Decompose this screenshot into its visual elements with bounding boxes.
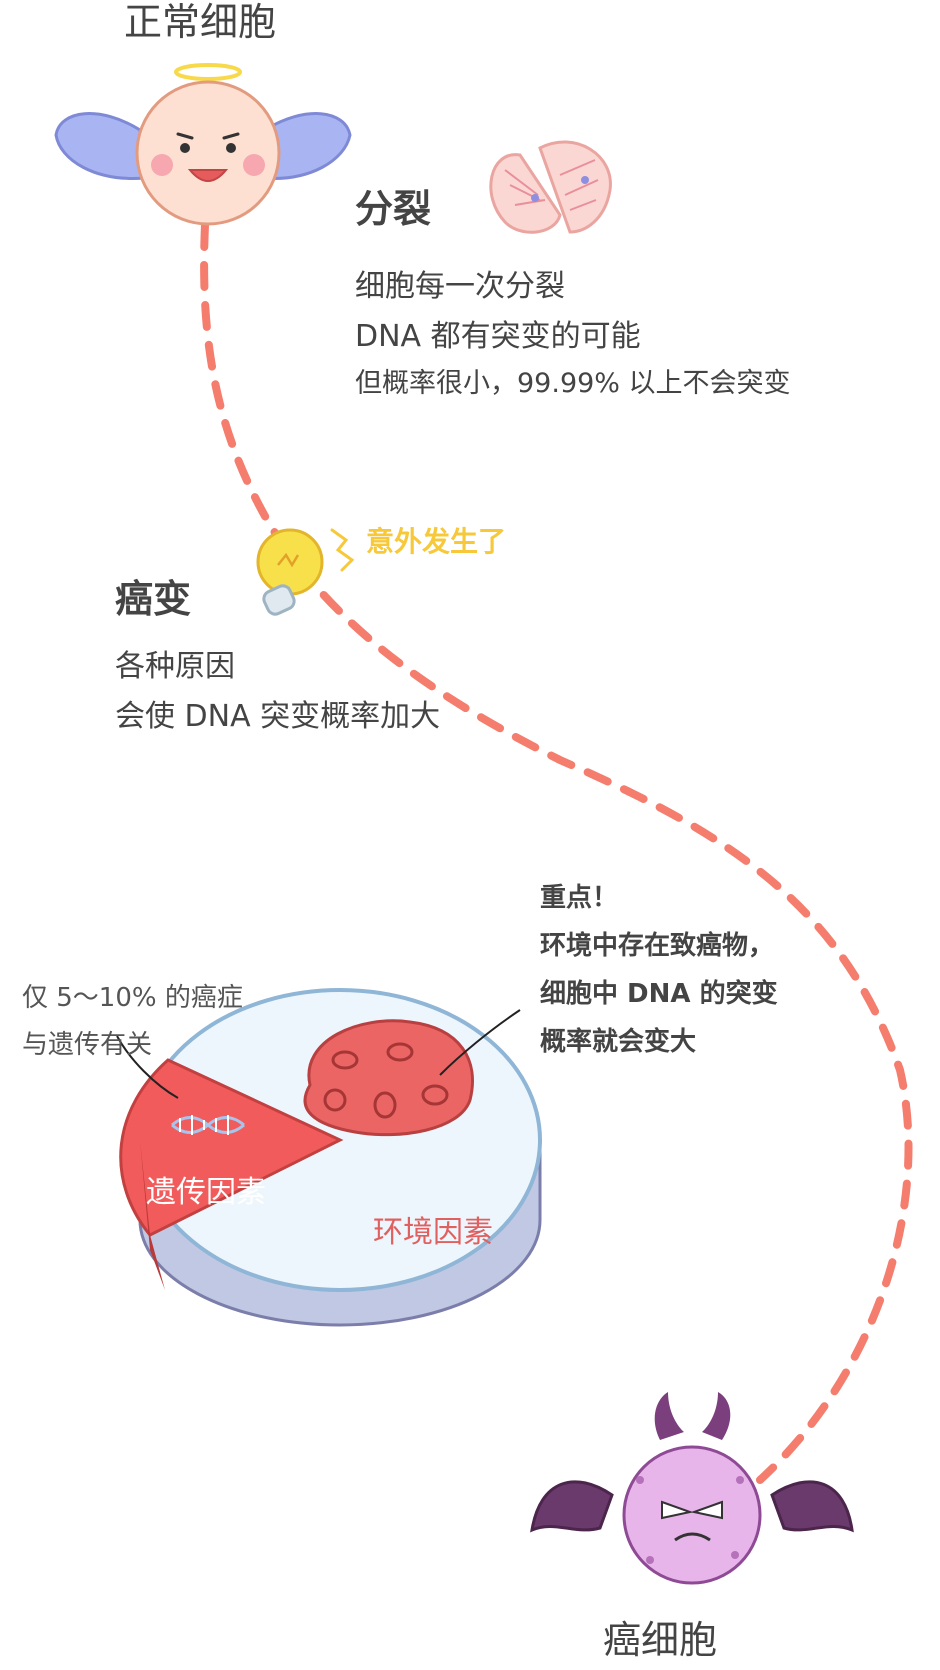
- key-point-line: 重点！: [540, 883, 619, 913]
- genetic-slice-label: 遗传因素: [146, 1175, 266, 1210]
- genetic-note-line: 与遗传有关: [22, 1030, 153, 1060]
- normal-cell-title: 正常细胞: [123, 0, 276, 44]
- division-text: 细胞每一次分裂 DNA 都有突变的可能 但概率很小，99.99% 以上不会突变: [355, 262, 791, 406]
- mutation-heading: 癌变: [115, 577, 192, 621]
- normal-cell-icon: [54, 63, 352, 226]
- key-point-line: 概率就会变大: [540, 1027, 697, 1057]
- lightbulb-icon: [256, 528, 355, 616]
- mutation-text: 各种原因 会使 DNA 突变概率加大: [115, 642, 440, 742]
- key-point-line: 环境中存在致癌物，: [540, 931, 775, 961]
- genetic-slice: [119, 1058, 344, 1237]
- dividing-cell-icon: [489, 140, 612, 234]
- genetic-note: 仅 5～10% 的癌症 与遗传有关: [22, 975, 243, 1069]
- dna-icon: [171, 1115, 245, 1135]
- division-line: 但概率很小，99.99% 以上不会突变: [355, 368, 791, 399]
- key-point-line: 细胞中 DNA 的突变: [540, 979, 778, 1009]
- environment-slice-label: 环境因素: [373, 1215, 493, 1250]
- cancer-cell-icon: [530, 1392, 854, 1585]
- carcinogen-icon: [303, 1019, 474, 1137]
- cancer-cell-title: 癌细胞: [602, 1618, 717, 1662]
- mutation-line: 各种原因: [115, 649, 235, 684]
- accident-label: 意外发生了: [366, 525, 507, 558]
- cause-pie-chart: [116, 988, 542, 1327]
- mutation-line: 会使 DNA 突变概率加大: [115, 699, 441, 734]
- division-line: 细胞每一次分裂: [355, 269, 565, 304]
- division-heading: 分裂: [355, 187, 432, 231]
- division-line: DNA 都有突变的可能: [355, 319, 641, 354]
- genetic-note-line: 仅 5～10% 的癌症: [22, 983, 243, 1013]
- key-point-callout: 重点！ 环境中存在致癌物， 细胞中 DNA 的突变 概率就会变大: [540, 874, 778, 1066]
- journey-path: [200, 221, 913, 1484]
